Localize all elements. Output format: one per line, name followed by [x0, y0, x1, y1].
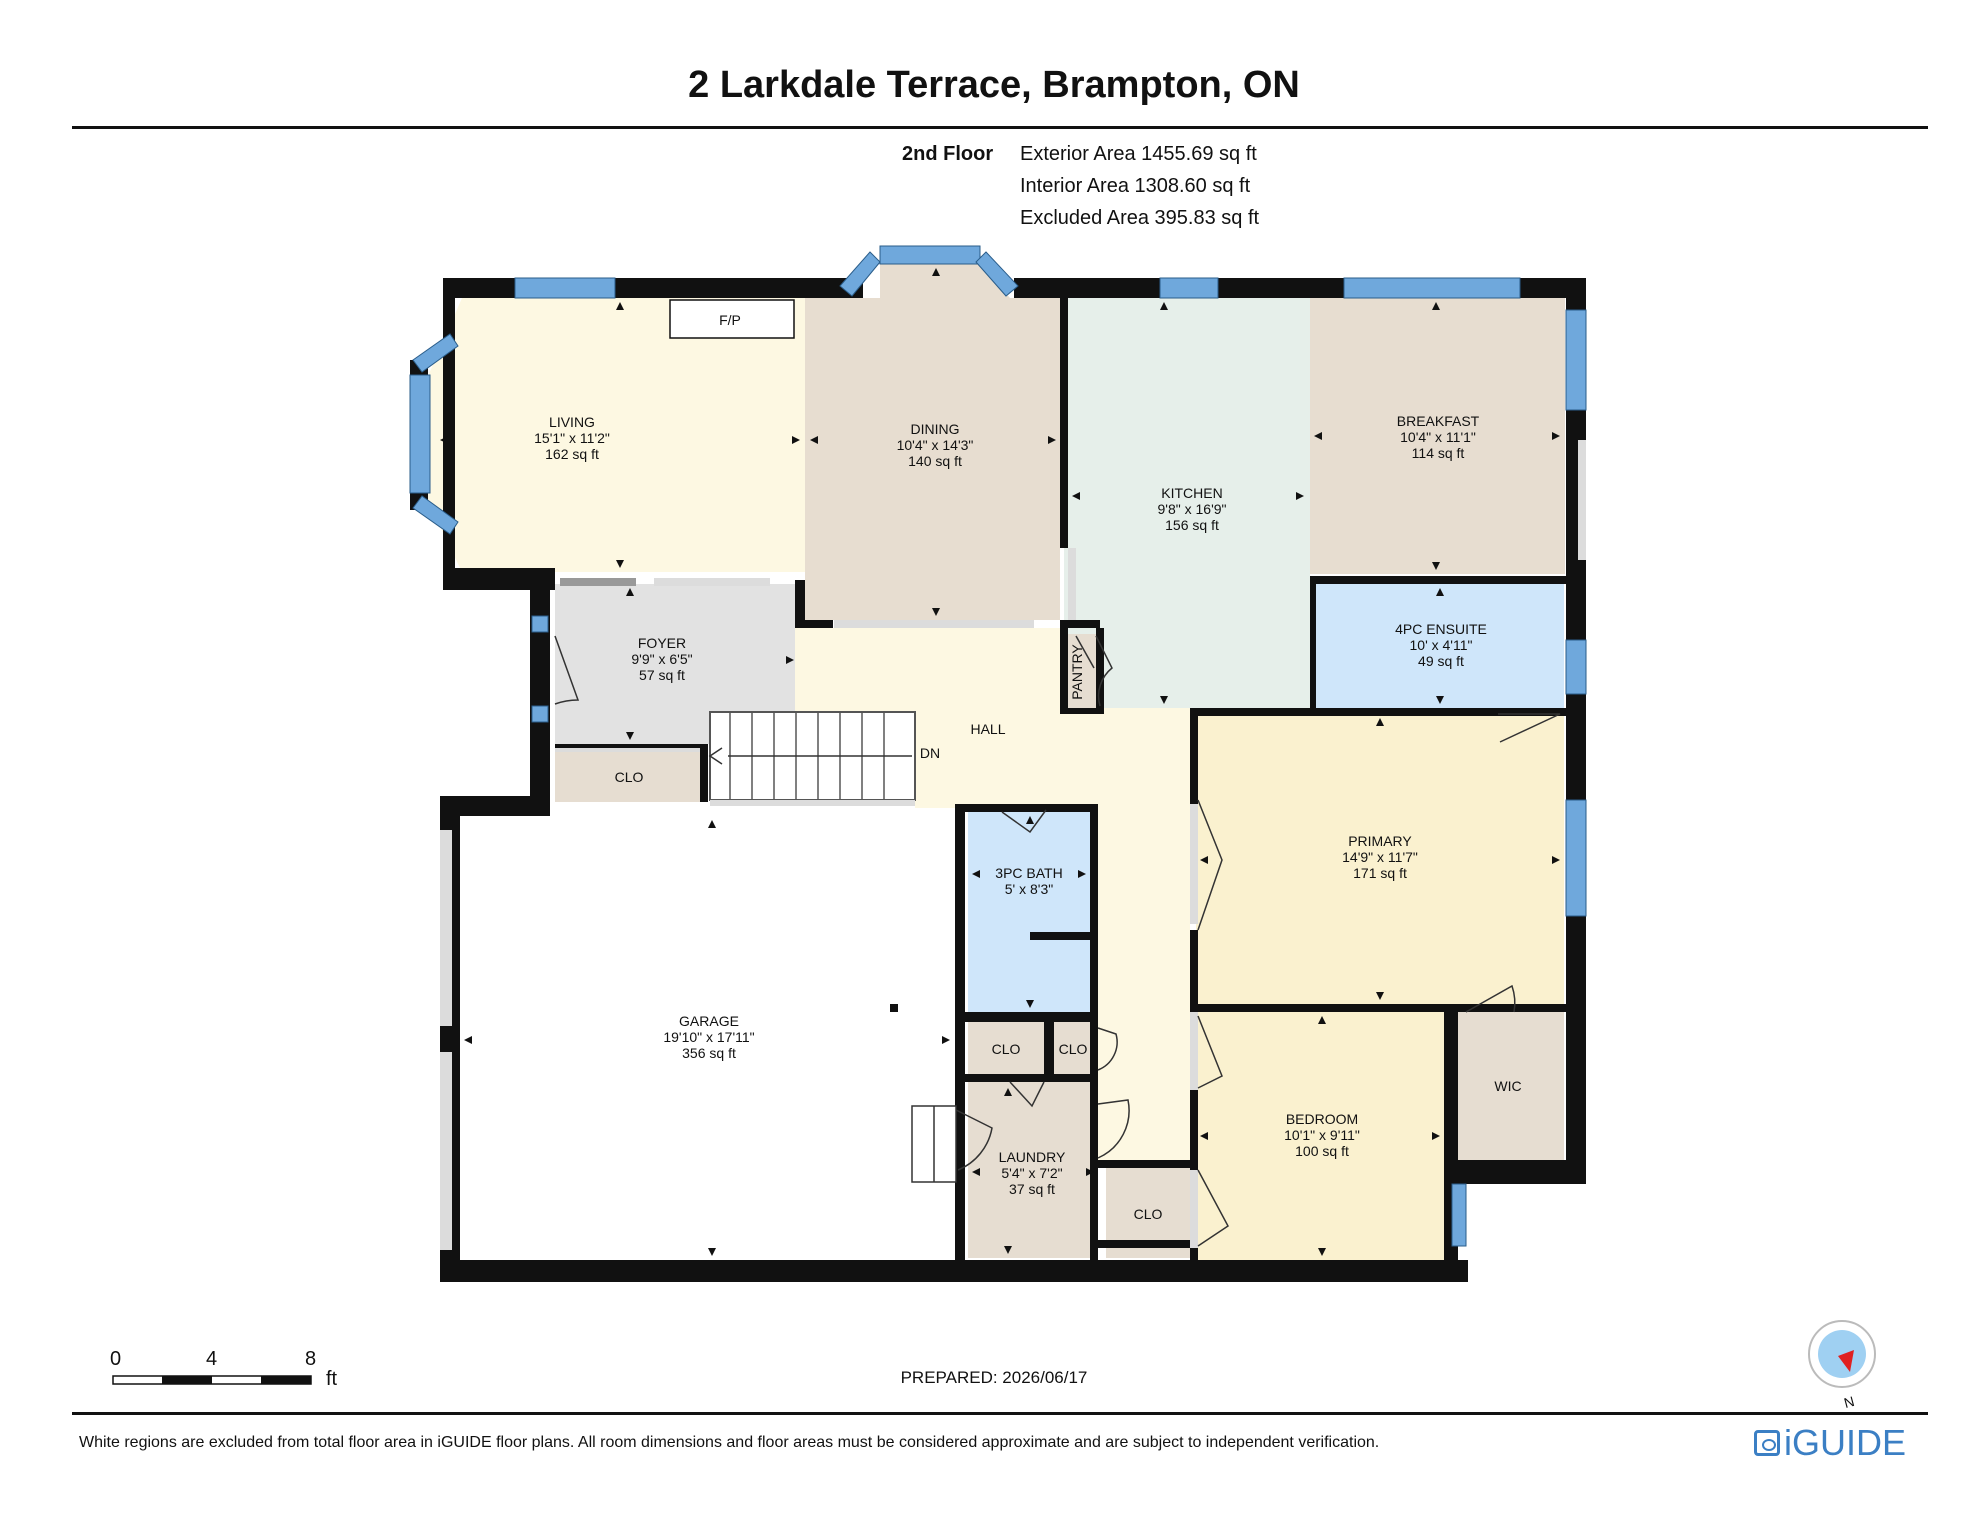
wic-fill: [1452, 1012, 1564, 1160]
kitchen-label: KITCHEN: [1161, 485, 1222, 501]
interior-walls: [555, 298, 1566, 1280]
page-title: 2 Larkdale Terrace, Brampton, ON: [688, 64, 1300, 106]
dimension-arrows: [440, 268, 1560, 1256]
garage-area: 356 sq ft: [682, 1045, 736, 1061]
garage-steps: [911, 1105, 957, 1183]
living-label: LIVING: [549, 414, 595, 430]
windows: [409, 245, 1587, 1247]
openings: [440, 440, 1586, 1250]
breakfast-area: 114 sq ft: [1412, 445, 1465, 461]
breakfast-label: BREAKFAST: [1397, 413, 1480, 429]
primary-fill: [1196, 714, 1564, 1004]
camera-icon: [1754, 1430, 1780, 1456]
logo-text: iGUIDE: [1784, 1422, 1907, 1463]
fireplace-label: F/P: [719, 312, 741, 328]
hall-label: HALL: [970, 721, 1005, 737]
kitchen-fill: [1064, 298, 1310, 708]
bedroom-fill: [1196, 1012, 1444, 1262]
dining-area: 140 sq ft: [908, 453, 962, 469]
living-dims: 15'1" x 11'2": [534, 430, 610, 446]
scale-tick-4: 4: [206, 1348, 218, 1370]
footer-divider: [72, 1412, 1928, 1415]
bedroom-label: BEDROOM: [1286, 1111, 1358, 1127]
garage-post: [440, 1026, 460, 1052]
bedroom-dims: 10'1" x 9'11": [1284, 1127, 1360, 1143]
primary-label: PRIMARY: [1348, 833, 1412, 849]
garage-label: GARAGE: [679, 1013, 739, 1029]
interior-area: Interior Area 1308.60 sq ft: [1020, 175, 1251, 197]
iguide-logo: iGUIDE: [1754, 1422, 1906, 1464]
bath-closet-label: CLO: [992, 1041, 1021, 1057]
wic-label: WIC: [1494, 1078, 1521, 1094]
foyer-dims: 9'9" x 6'5": [631, 651, 692, 667]
pantry-label: PANTRY: [1069, 644, 1085, 700]
laundry-label: LAUNDRY: [999, 1149, 1066, 1165]
fireplace: [669, 299, 795, 339]
garage-marker: [890, 1004, 898, 1012]
primary-dims: 14'9" x 11'7": [1342, 849, 1418, 865]
ensuite-label: 4PC ENSUITE: [1395, 621, 1487, 637]
ensuite-fill: [1316, 584, 1564, 708]
clo-b-fill: [1054, 1022, 1090, 1076]
living-room-fill: [428, 298, 805, 572]
excluded-area: Excluded Area 395.83 sq ft: [1020, 207, 1260, 229]
doors: [554, 635, 1561, 1247]
scale-tick-8: 8: [305, 1348, 317, 1370]
clo-a-fill: [968, 1022, 1044, 1076]
disclaimer: White regions are excluded from total fl…: [79, 1434, 1380, 1451]
garage-fill: [460, 816, 955, 1262]
bath3-fill: [968, 812, 1090, 1012]
compass-icon: [1808, 1320, 1876, 1388]
ensuite-dims: 10' x 4'11": [1410, 637, 1473, 653]
living-area: 162 sq ft: [545, 446, 599, 462]
clo-foyer-fill: [555, 752, 703, 802]
foyer-label: FOYER: [638, 635, 686, 651]
exterior-area: Exterior Area 1455.69 sq ft: [1020, 143, 1257, 165]
stairs-down-label: DN: [920, 745, 940, 761]
primary-area: 171 sq ft: [1353, 865, 1407, 881]
ensuite-area: 49 sq ft: [1418, 653, 1464, 669]
title-divider: [72, 126, 1928, 129]
laundry-area: 37 sq ft: [1009, 1181, 1055, 1197]
garage-dims: 19'10" x 17'11": [663, 1029, 754, 1045]
breakfast-dims: 10'4" x 11'1": [1400, 429, 1476, 445]
floor-label: 2nd Floor: [902, 143, 994, 165]
laundry-fill: [968, 1082, 1098, 1258]
scale-unit: ft: [326, 1368, 338, 1390]
dining-dims: 10'4" x 14'3": [897, 437, 974, 453]
bath3-dims: 5' x 8'3": [1005, 881, 1053, 897]
prepared-date: PREPARED: 2026/06/17: [900, 1368, 1088, 1387]
bedroom-area: 100 sq ft: [1295, 1143, 1349, 1159]
scale-bar: [112, 1375, 312, 1385]
laundry-dims: 5'4" x 7'2": [1001, 1165, 1062, 1181]
dining-room-fill: [805, 264, 1060, 620]
foyer-closet-label: CLO: [615, 769, 644, 785]
bath-partition: [1030, 932, 1092, 940]
foyer-area: 57 sq ft: [639, 667, 685, 683]
scale-tick-0: 0: [110, 1348, 122, 1370]
kitchen-dims: 9'8" x 16'9": [1158, 501, 1227, 517]
hall-closet-label: CLO: [1059, 1041, 1088, 1057]
staircase: [708, 711, 916, 801]
dining-label: DINING: [911, 421, 960, 437]
bath3-label: 3PC BATH: [995, 865, 1062, 881]
breakfast-fill: [1310, 298, 1565, 574]
kitchen-area: 156 sq ft: [1165, 517, 1219, 533]
linen-closet-label: CLO: [1134, 1206, 1163, 1222]
